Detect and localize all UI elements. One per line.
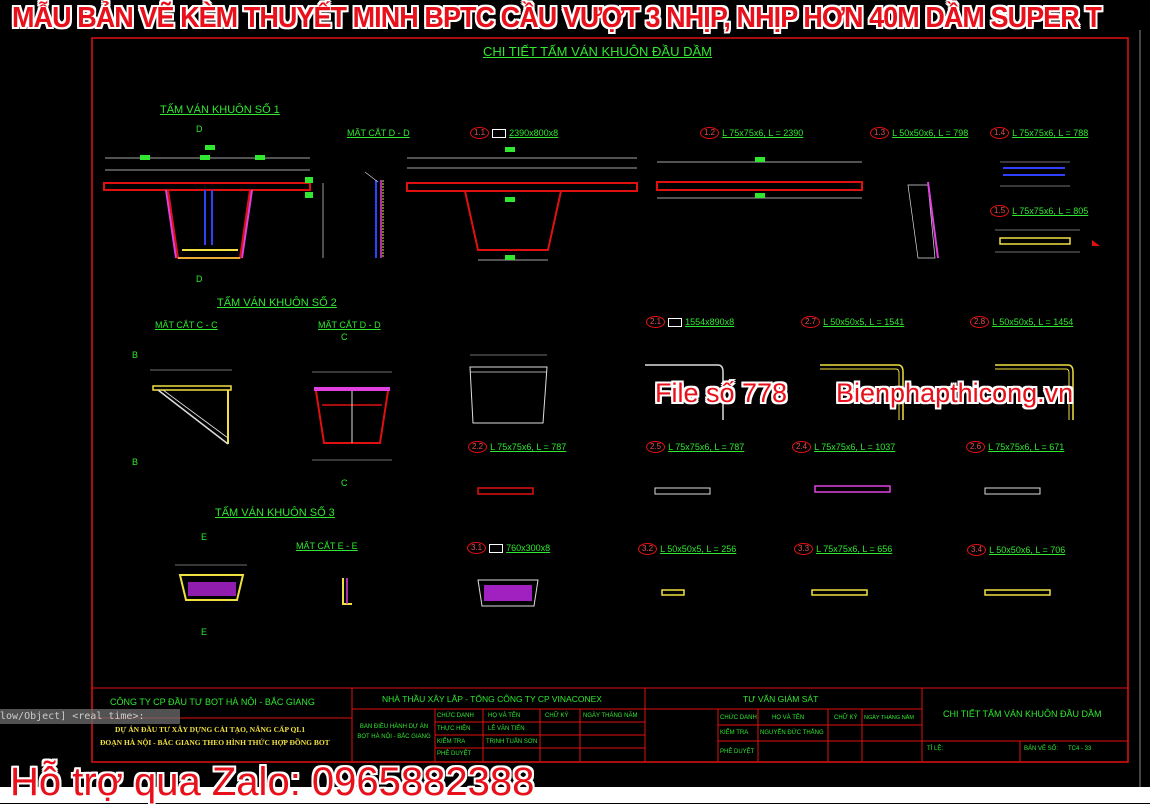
cut-mark-c-bottom: C bbox=[341, 478, 348, 488]
drawing-title: CHI TIẾT TẤM VÁN KHUÔN ĐẦU DẦM bbox=[483, 44, 712, 59]
contractor-person-1: LÊ VĂN TIẾN bbox=[488, 726, 525, 732]
consultant-name: TƯ VẤN GIÁM SÁT bbox=[743, 694, 819, 704]
section-1-title: TẤM VÁN KHUÔN SỐ 1 bbox=[160, 104, 280, 116]
cut-mark-e-bottom: E bbox=[201, 627, 208, 637]
row3-angle-drawings bbox=[477, 485, 1041, 495]
cut-mark-b: B bbox=[132, 350, 139, 360]
sheet-number-label: BẢN VẼ SỐ: bbox=[1024, 746, 1059, 752]
watermark-file-number: File số 778 bbox=[655, 378, 788, 408]
contractor-person-2: TRỊNH TUẤN SƠN bbox=[486, 739, 538, 745]
part-1-2-angle-drawing bbox=[656, 157, 863, 199]
section-2-cut-c-label: MẶT CẮT C - C bbox=[155, 320, 218, 330]
consultant-role-2: PHÊ DUYỆT bbox=[720, 749, 755, 755]
contractor-role-1: THỰC HIỆN bbox=[437, 726, 471, 732]
formwork-3-section-e bbox=[342, 578, 352, 605]
header-signature: CHỮ KÝ bbox=[545, 713, 569, 719]
part-2-1-plate-drawing bbox=[469, 354, 548, 424]
cut-mark-d-bottom: D bbox=[196, 274, 203, 284]
consultant-header-signature: CHỮ KÝ bbox=[834, 715, 858, 721]
section-1-cut-label: MẶT CẮT D - D bbox=[347, 128, 410, 138]
part-1-4-angle-drawing bbox=[1000, 161, 1070, 187]
drawing-frame bbox=[91, 37, 1129, 763]
support-contact: Hỗ trợ qua Zalo: 0965882388 bbox=[10, 760, 535, 804]
sheet-number: TC4 - 33 bbox=[1068, 746, 1092, 752]
command-line[interactable]: low/Object] <real time>: bbox=[0, 709, 180, 724]
section-3-title: TẤM VÁN KHUÔN SỐ 3 bbox=[215, 507, 335, 519]
part-1-3-angle-drawing bbox=[907, 181, 939, 259]
title-block-grid bbox=[92, 687, 1128, 762]
formwork-1-section-d bbox=[364, 171, 384, 258]
part-3-1-plate-drawing bbox=[477, 579, 539, 607]
header-name: HỌ VÀ TÊN bbox=[488, 713, 521, 719]
project-line-2: ĐOẠN HÀ NỘI - BẮC GIANG THEO HÌNH THỨC H… bbox=[100, 738, 330, 747]
consultant-person-1: NGUYỄN ĐỨC THẮNG bbox=[760, 730, 824, 736]
scale-label: TỈ LỆ: bbox=[927, 746, 944, 752]
owner-name: CÔNG TY CP ĐẦU TƯ BOT HÀ NỘI - BẮC GIANG bbox=[110, 697, 315, 707]
plate-icon bbox=[492, 128, 507, 138]
banner-title: MẪU BẢN VẼ KÈM THUYẾT MINH BPTC CẦU VƯỢT… bbox=[12, 2, 1102, 34]
header-date: NGÀY THÁNG NĂM bbox=[583, 713, 638, 719]
watermark-site: Bienphapthicong.vn bbox=[836, 378, 1074, 408]
plate-icon bbox=[489, 543, 504, 553]
formwork-2-section-d bbox=[312, 371, 392, 461]
formwork-1-elevation bbox=[103, 145, 324, 259]
part-1-5-angle-drawing bbox=[995, 229, 1100, 253]
header-role: CHỨC DANH bbox=[437, 713, 474, 719]
cut-mark-d: D bbox=[196, 124, 203, 134]
cut-mark-e: E bbox=[201, 532, 208, 542]
formwork-3-elevation bbox=[175, 564, 247, 601]
contractor-name: NHÀ THẦU XÂY LẮP - TỔNG CÔNG TY CP VINAC… bbox=[382, 694, 602, 704]
consultant-header-date: NGÀY THÁNG NĂM bbox=[864, 715, 914, 721]
consultant-header-role: CHỨC DANH bbox=[720, 715, 757, 721]
status-strip bbox=[0, 787, 1150, 803]
contractor-role-3: PHÊ DUYỆT bbox=[437, 751, 472, 757]
part-2-8-angle-drawing bbox=[995, 364, 1074, 420]
section-2-cut-d-label: MẶT CẮT D - D bbox=[318, 320, 381, 330]
contractor-role-2: KIỂM TRA bbox=[437, 739, 466, 745]
project-line-1: DỰ ÁN ĐẦU TƯ XÂY DỰNG CẢI TẠO, NÂNG CẤP … bbox=[115, 725, 306, 734]
cut-mark-c: C bbox=[341, 332, 348, 342]
consultant-role-1: KIỂM TRA bbox=[720, 730, 749, 736]
contractor-unit: BAN ĐIỀU HÀNH DỰ ÁN BOT HÀ NỘI - BẮC GIA… bbox=[357, 724, 431, 740]
cut-mark-b-bottom: B bbox=[132, 457, 139, 467]
section-3-cut-label: MẶT CẮT E - E bbox=[296, 541, 358, 551]
part-2-7-angle-drawing bbox=[820, 364, 904, 420]
row4-angle-drawings bbox=[661, 589, 1051, 596]
consultant-header-name: HỌ VÀ TÊN bbox=[772, 715, 805, 721]
formwork-2-section-c bbox=[150, 369, 232, 445]
plate-icon bbox=[668, 317, 683, 327]
sheet-title: CHI TIẾT TẤM VÁN KHUÔN ĐẦU DẦM bbox=[943, 709, 1102, 719]
part-1-1-plate-drawing bbox=[406, 147, 638, 261]
section-2-title: TẤM VÁN KHUÔN SỐ 2 bbox=[217, 297, 337, 309]
part-2-1-bent-plate-drawing bbox=[645, 364, 724, 420]
